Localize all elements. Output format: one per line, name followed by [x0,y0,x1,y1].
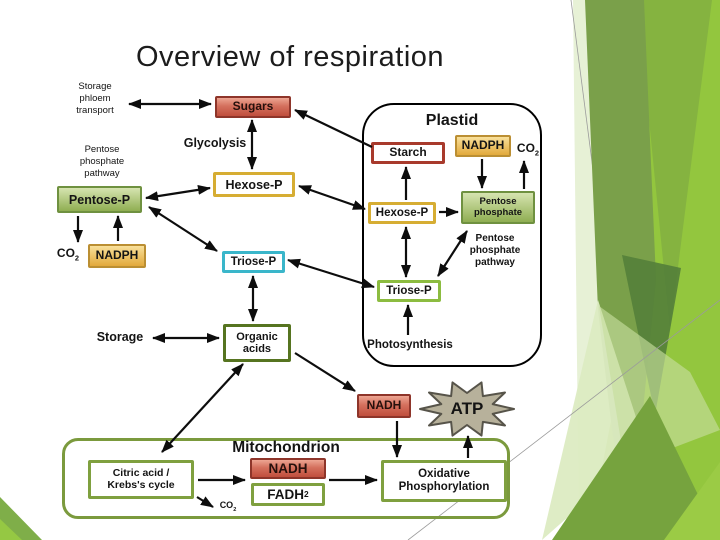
co2-label-left: CO2 [56,246,80,263]
plastid-region [362,103,542,367]
triose-p-box-main: Triose-P [222,251,285,273]
hexose-p-box-plastid: Hexose-P [368,202,436,224]
co2-label-plastid: CO2 [516,141,540,158]
page-title: Overview of respiration [135,41,445,73]
storage-label: Storage [96,330,144,344]
triose-p-box-plastid: Triose-P [377,280,441,302]
pentose-phosphate-box: Pentose phosphate [461,191,535,224]
atp-label: ATP [450,399,484,418]
nadh-box-upper: NADH [357,394,411,418]
storage-phloem-label: Storage phloem transport [76,81,114,117]
oxidative-phosphorylation-box: Oxidative Phosphorylation [381,460,507,502]
glycolysis-label: Glycolysis [183,136,247,150]
nadph-box-left: NADPH [88,244,146,268]
pentose-pathway-label-left: Pentose phosphate pathway [79,144,125,180]
nadh-box-mito: NADH [250,458,326,479]
hexose-p-box-main: Hexose-P [213,172,295,197]
pentose-p-box: Pentose-P [57,186,142,213]
organic-acids-box: Organic acids [223,324,291,362]
mitochondrion-title: Mitochondrion [232,439,340,456]
mitochondrion-region [62,438,510,519]
plastid-title: Plastid [425,112,479,129]
co2-label-mito: CO2 [219,500,237,513]
nadph-box-plastid: NADPH [455,135,511,157]
citric-acid-box: Citric acid / Krebs's cycle [88,460,194,499]
starch-box: Starch [371,142,445,164]
pentose-pathway-label-plastid: Pentose phosphate pathway [469,233,521,269]
sugars-box: Sugars [215,96,291,118]
photosynthesis-label: Photosynthesis [367,339,453,351]
